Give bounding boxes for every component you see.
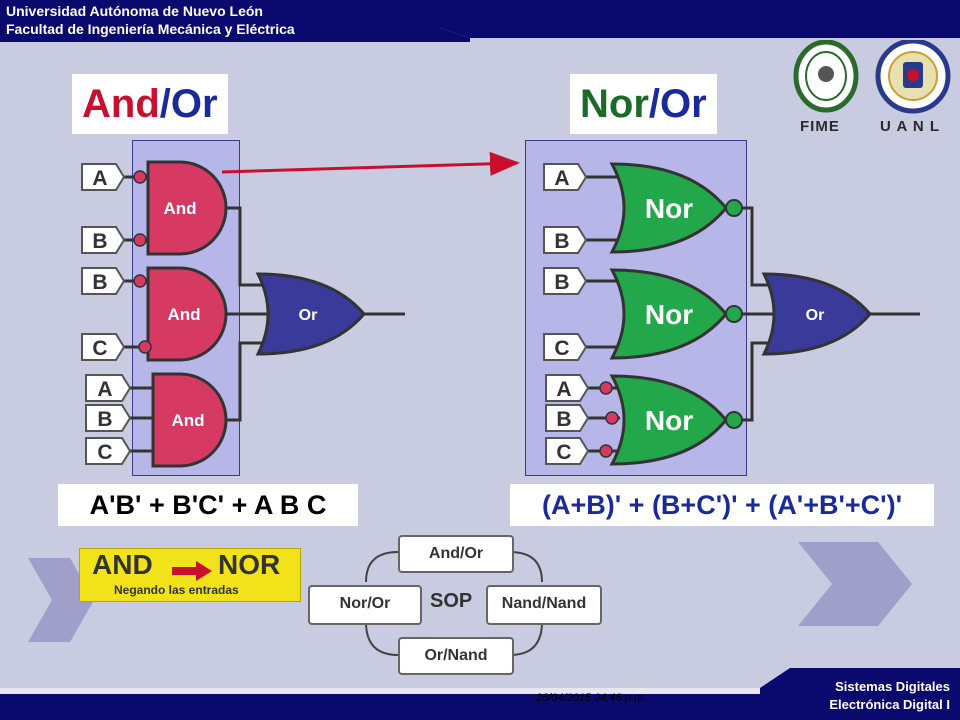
left-input-2: B xyxy=(92,230,107,253)
sop-nor-or-box: Nor/Or xyxy=(308,585,422,625)
left-input-7: C xyxy=(97,441,112,464)
fime-logo xyxy=(793,40,859,113)
uanl-logo xyxy=(875,40,951,114)
right-or-gate xyxy=(761,272,872,356)
sop-label: SOP xyxy=(430,590,473,612)
right-nor-label-1: Nor xyxy=(645,193,693,224)
transform-arrow xyxy=(221,151,520,176)
left-and-label-1: And xyxy=(163,199,196,218)
right-input-2: B xyxy=(554,230,569,253)
fime-logo-text: FIME xyxy=(800,118,840,135)
right-nor-gate-2 xyxy=(609,268,728,360)
left-input-6: B xyxy=(97,408,112,431)
and-to-nor-banner: AND NOR Negando las entradas xyxy=(79,548,301,602)
left-expression: A'B' + B'C' + A B C xyxy=(58,484,358,526)
left-and-gate-1 xyxy=(146,160,228,256)
header-bar xyxy=(0,0,960,42)
uanl-logo-text: U A N L xyxy=(880,118,941,135)
banner-subtitle: Negando las entradas xyxy=(114,583,239,597)
right-input-5: A xyxy=(556,378,571,401)
left-input-1: A xyxy=(92,167,107,190)
left-or-label: Or xyxy=(299,307,318,324)
right-nor-label-3: Nor xyxy=(645,405,693,436)
right-input-6: B xyxy=(556,408,571,431)
right-input-7: C xyxy=(556,441,571,464)
sop-nand-nand-box: Nand/Nand xyxy=(486,585,602,625)
slide-date: 26/04/2015 04:46 p.m. xyxy=(536,692,647,704)
left-title: And/Or xyxy=(72,74,228,134)
sop-and-or-box: And/Or xyxy=(398,535,514,573)
right-expression: (A+B)' + (B+C')' + (A'+B'+C')' xyxy=(510,484,934,526)
right-input-3: B xyxy=(554,271,569,294)
course-name: Sistemas Digitales xyxy=(835,679,950,694)
right-nor-gate-3 xyxy=(609,374,728,466)
left-and-gate-3 xyxy=(151,372,228,468)
banner-from: AND xyxy=(92,549,153,580)
right-arrow-icon xyxy=(172,561,212,581)
prev-chevron-icon xyxy=(28,558,94,642)
right-input-4: C xyxy=(554,337,569,360)
left-and-label-2: And xyxy=(167,305,200,324)
right-input-1: A xyxy=(554,167,569,190)
right-nor-gate-1 xyxy=(609,162,728,254)
right-title: Nor/Or xyxy=(570,74,717,134)
left-and-gate-2 xyxy=(146,266,228,362)
course-subtitle: Electrónica Digital I xyxy=(829,697,950,712)
right-nor-label-2: Nor xyxy=(645,299,693,330)
left-input-4: C xyxy=(92,337,107,360)
sop-or-nand-box: Or/Nand xyxy=(398,637,514,675)
footer-bar xyxy=(0,668,960,720)
right-or-label: Or xyxy=(806,307,825,324)
left-input-5: A xyxy=(97,378,112,401)
left-or-gate xyxy=(255,272,366,356)
banner-to: NOR xyxy=(218,549,281,580)
left-input-3: B xyxy=(92,271,107,294)
left-and-label-3: And xyxy=(171,411,204,430)
next-chevron-icon xyxy=(798,542,912,626)
